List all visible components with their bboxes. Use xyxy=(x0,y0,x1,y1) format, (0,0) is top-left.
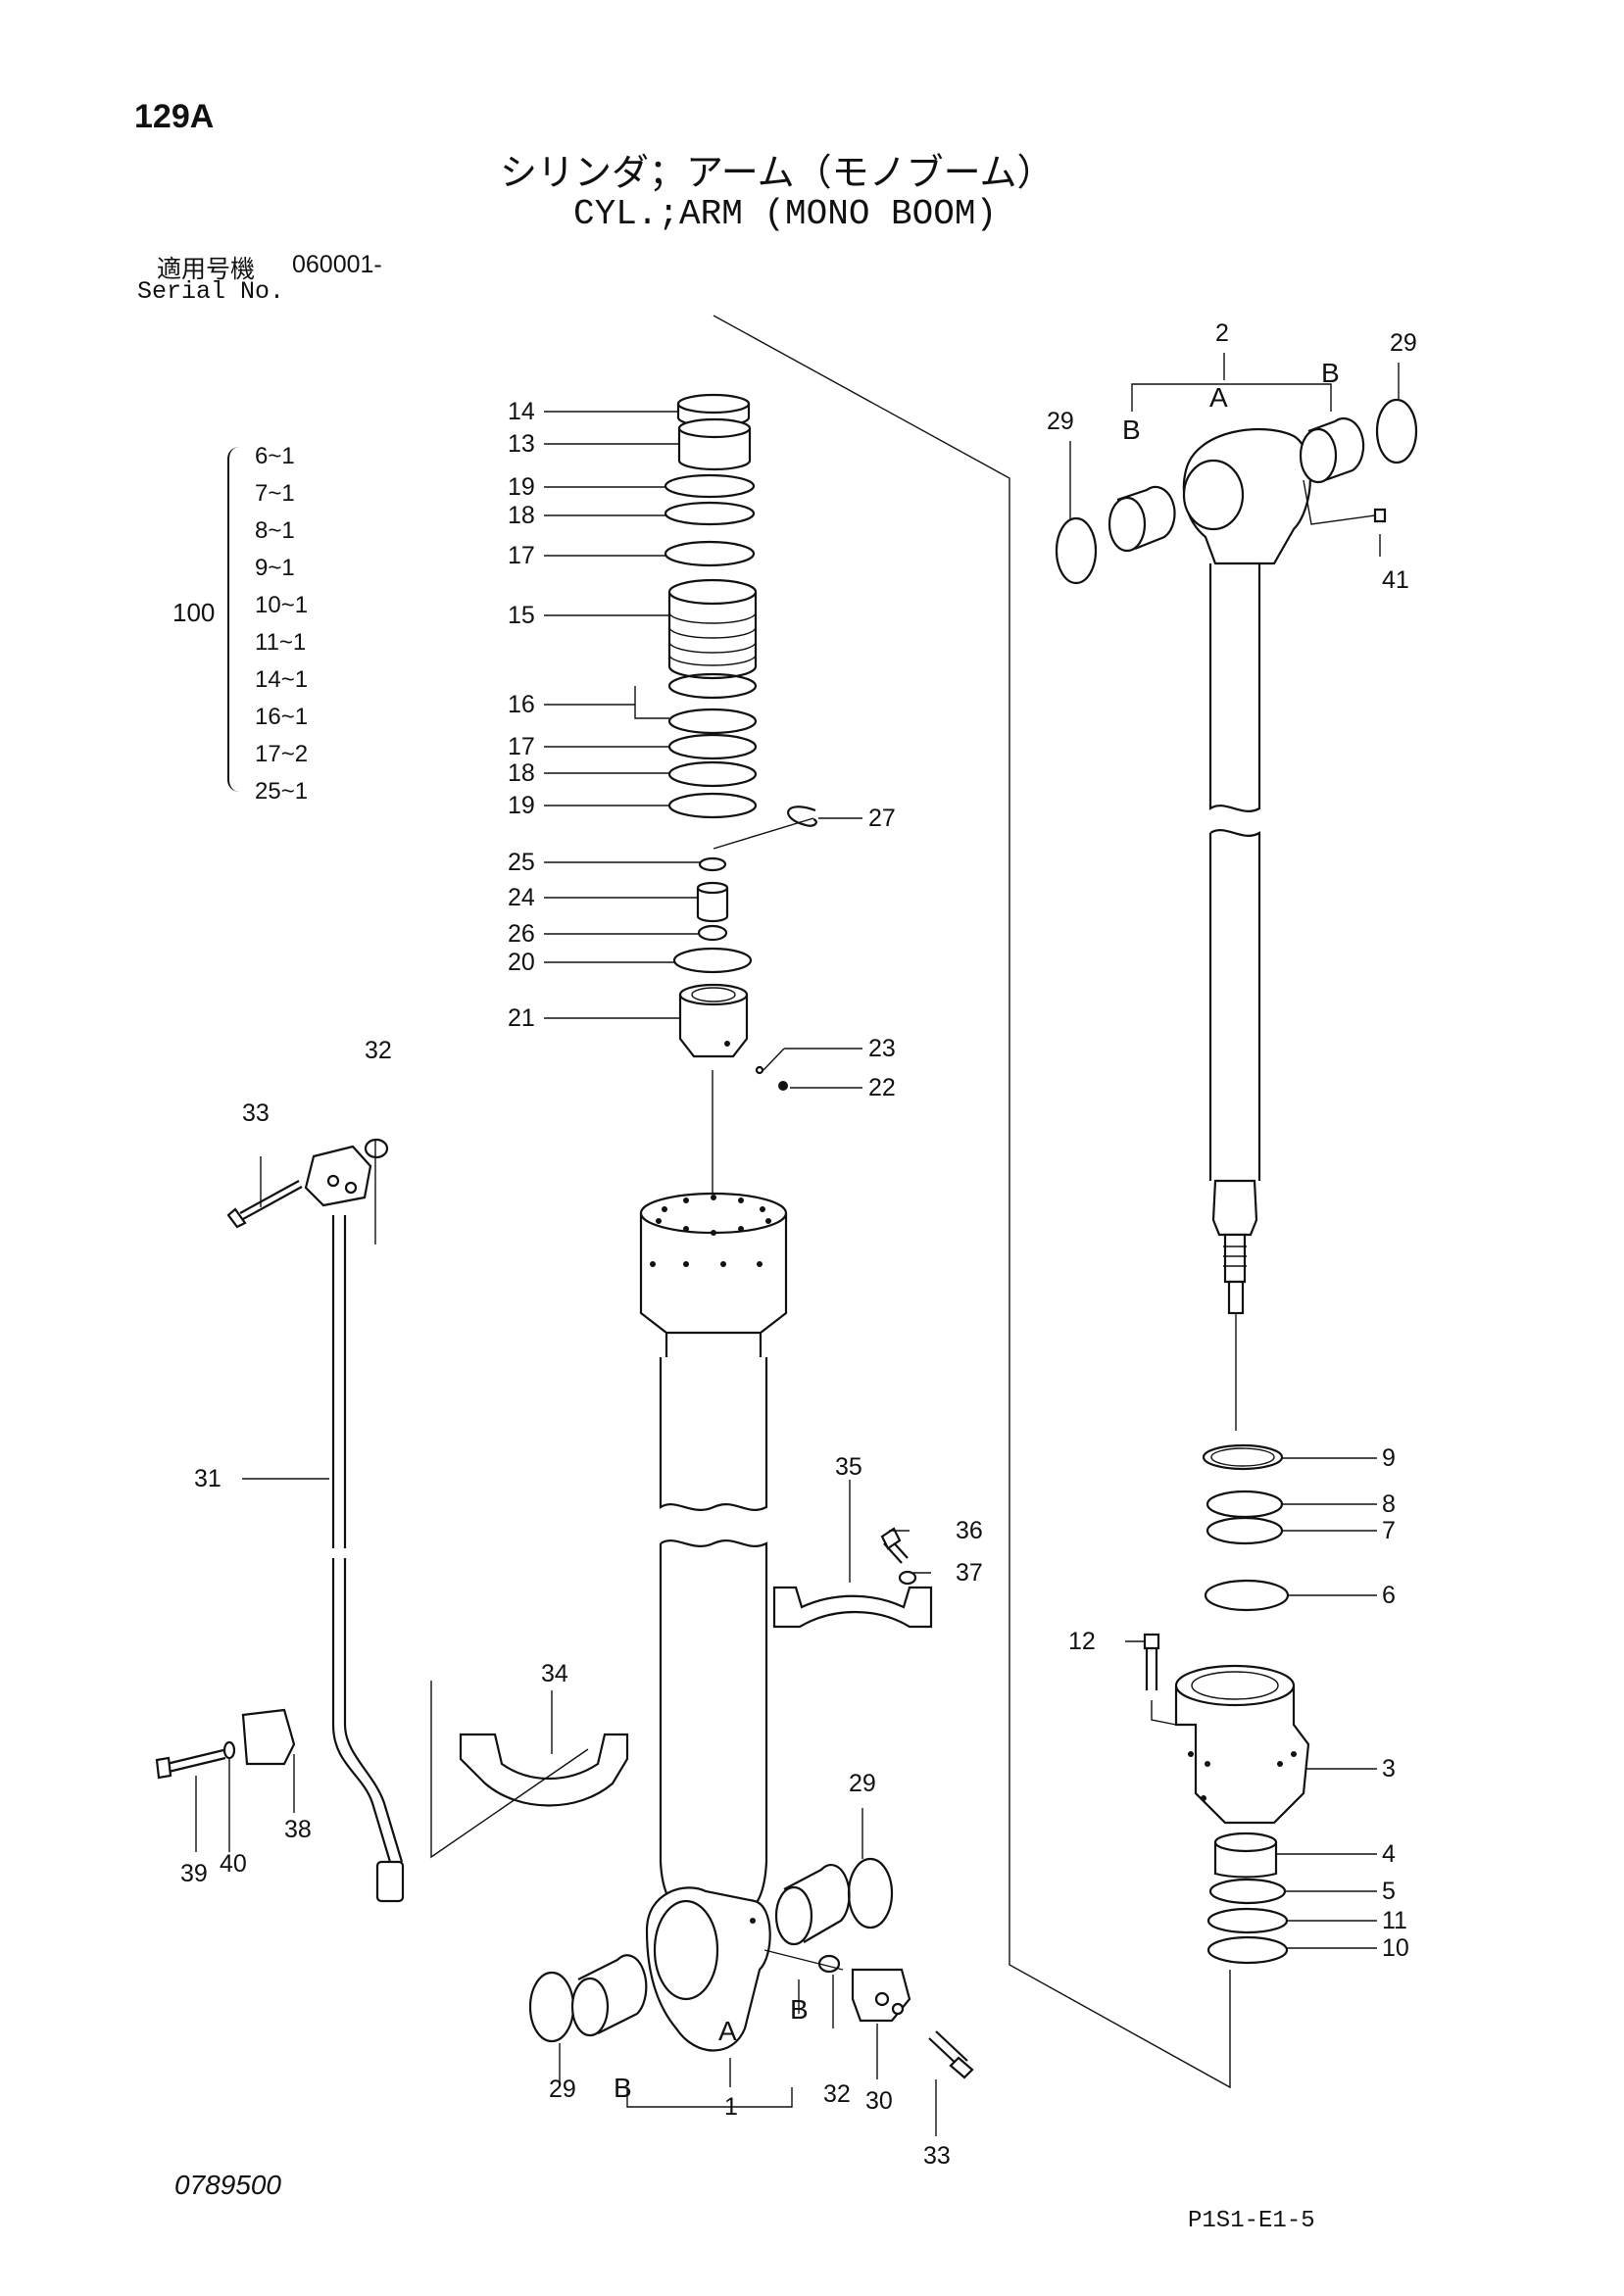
part-label-29: 29 xyxy=(1047,408,1074,435)
page-code: P1S1-E1-5 xyxy=(1188,2208,1315,2234)
part-label-24: 24 xyxy=(508,884,535,911)
part-label-33: 33 xyxy=(923,2142,951,2170)
assembly-group-item: 7~1 xyxy=(255,480,295,507)
drawing-number: 0789500 xyxy=(174,2170,282,2200)
detail-letter-b: B xyxy=(1122,415,1141,445)
cylinder-clamps xyxy=(430,1527,933,1859)
part-number-labels: 1413191817151617181925242620212723223233… xyxy=(180,319,1417,2170)
piston-rod xyxy=(1055,398,1418,1965)
part-label-11: 11 xyxy=(1382,1907,1407,1934)
part-label-18: 18 xyxy=(508,759,535,787)
assembly-group-item: 10~1 xyxy=(255,592,309,618)
part-label-5: 5 xyxy=(1382,1878,1396,1905)
part-label-39: 39 xyxy=(180,1860,208,1887)
part-label-20: 20 xyxy=(508,949,535,976)
part-label-25: 25 xyxy=(508,849,535,876)
part-label-32: 32 xyxy=(365,1037,392,1064)
eye-bushings xyxy=(528,1857,974,2079)
part-label-19: 19 xyxy=(508,473,535,501)
part-label-9: 9 xyxy=(1382,1444,1396,1472)
part-label-34: 34 xyxy=(541,1660,568,1687)
part-label-37: 37 xyxy=(956,1559,983,1587)
detail-letter-a: A xyxy=(718,2016,737,2046)
title-english: CYL.;ARM (MONO BOOM) xyxy=(573,194,998,234)
part-label-15: 15 xyxy=(508,602,535,629)
part-label-36: 36 xyxy=(956,1517,983,1544)
part-label-13: 13 xyxy=(508,430,535,458)
part-label-41: 41 xyxy=(1382,566,1409,594)
part-label-6: 6 xyxy=(1382,1582,1396,1609)
part-label-29: 29 xyxy=(1390,329,1417,357)
page-number: 129A xyxy=(134,98,215,135)
detail-letter-b: B xyxy=(790,1994,809,2025)
title-japanese: シリンダ；アーム（モノブーム） xyxy=(500,153,1055,194)
assembly-group-item: 25~1 xyxy=(255,778,309,805)
part-label-26: 26 xyxy=(508,920,535,948)
assembly-group-item: 17~2 xyxy=(255,741,309,767)
assembly-group-number: 100 xyxy=(172,598,216,627)
part-label-14: 14 xyxy=(508,398,535,425)
part-label-10: 10 xyxy=(1382,1934,1409,1962)
part-label-32: 32 xyxy=(823,2080,851,2108)
hydraulic-pipe xyxy=(155,1138,405,1903)
detail-letter-b: B xyxy=(614,2073,632,2103)
part-label-19: 19 xyxy=(508,792,535,819)
assembly-frame-line xyxy=(713,315,1231,2089)
assembly-group-item: 6~1 xyxy=(255,443,295,469)
part-label-29: 29 xyxy=(549,2076,576,2103)
assembly-group-item: 14~1 xyxy=(255,666,309,693)
part-label-27: 27 xyxy=(868,805,896,832)
part-label-40: 40 xyxy=(220,1850,247,1878)
part-label-21: 21 xyxy=(508,1004,535,1032)
part-label-12: 12 xyxy=(1068,1628,1096,1655)
leader-lines xyxy=(195,353,1400,2136)
assembly-group-brace xyxy=(227,447,243,792)
part-label-31: 31 xyxy=(194,1465,221,1492)
part-label-17: 17 xyxy=(508,733,535,760)
assembly-group-item: 9~1 xyxy=(255,555,295,581)
cylinder-tube xyxy=(639,1070,788,2052)
assembly-group-item: 16~1 xyxy=(255,704,309,730)
part-label-7: 7 xyxy=(1382,1517,1396,1544)
head-stack-parts xyxy=(664,393,817,1091)
part-label-1: 1 xyxy=(724,2093,738,2121)
part-label-18: 18 xyxy=(508,502,535,529)
serial-label-english: Serial No. xyxy=(137,277,285,306)
part-label-23: 23 xyxy=(868,1035,896,1062)
part-label-35: 35 xyxy=(835,1453,862,1481)
detail-letter-a: A xyxy=(1209,382,1228,413)
detail-letter-b: B xyxy=(1321,358,1340,388)
assembly-group-item: 11~1 xyxy=(255,629,307,656)
part-label-22: 22 xyxy=(868,1074,896,1101)
part-label-17: 17 xyxy=(508,542,535,569)
part-label-29: 29 xyxy=(849,1770,876,1797)
part-label-30: 30 xyxy=(865,2087,893,2115)
part-label-38: 38 xyxy=(284,1816,312,1843)
assembly-group-item: 8~1 xyxy=(255,517,295,544)
serial-label-japanese: 適用号機 xyxy=(157,256,256,283)
part-label-4: 4 xyxy=(1382,1840,1396,1868)
serial-value: 060001- xyxy=(292,251,382,278)
part-label-33: 33 xyxy=(242,1099,270,1127)
part-label-2: 2 xyxy=(1215,319,1229,347)
part-label-16: 16 xyxy=(508,691,535,718)
part-label-3: 3 xyxy=(1382,1755,1396,1783)
part-label-8: 8 xyxy=(1382,1490,1396,1518)
